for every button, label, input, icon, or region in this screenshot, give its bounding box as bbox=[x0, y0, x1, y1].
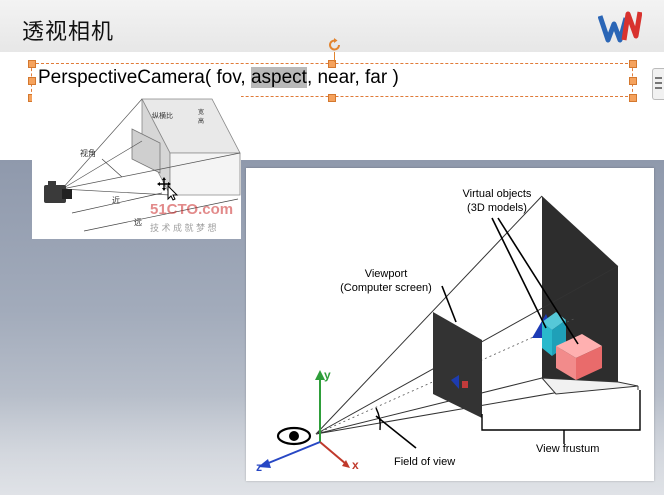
code-text[interactable]: PerspectiveCamera( fov, aspect, near, fa… bbox=[38, 67, 399, 89]
label-ratio-top: 宽 bbox=[198, 110, 205, 116]
label-virtual-objects-line2: (3D models) bbox=[467, 202, 527, 214]
large-frustum-diagram[interactable]: Virtual objects (3D models) Viewport (Co… bbox=[246, 168, 654, 481]
code-prefix: PerspectiveCamera( fov, bbox=[38, 67, 251, 88]
label-aspect-ratio: 纵横比 bbox=[152, 113, 173, 120]
code-suffix: , near, far ) bbox=[306, 67, 399, 88]
label-near: 近 bbox=[112, 196, 120, 205]
resize-handle-top-right[interactable] bbox=[629, 60, 637, 68]
small-diagram-figure bbox=[44, 98, 241, 232]
rotate-handle-icon[interactable] bbox=[328, 38, 342, 52]
label-virtual-objects: Virtual objects (3D models) bbox=[442, 187, 552, 215]
label-ratio-bottom: 高 bbox=[198, 119, 205, 125]
label-virtual-objects-line1: Virtual objects bbox=[462, 188, 532, 200]
resize-handle-top-left[interactable] bbox=[28, 60, 36, 68]
label-view-frustum: View frustum bbox=[536, 443, 600, 455]
axis-y-label: y bbox=[324, 368, 331, 382]
label-view-angle: 视角 bbox=[80, 149, 96, 158]
label-far: 远 bbox=[134, 218, 142, 227]
rotate-handle-stem bbox=[334, 52, 335, 62]
slide-header bbox=[0, 0, 664, 52]
resize-handle-bottom[interactable] bbox=[328, 94, 336, 102]
panel-lines-icon bbox=[655, 77, 662, 89]
label-viewport-line1: Viewport bbox=[364, 268, 408, 280]
label-viewport: Viewport (Computer screen) bbox=[328, 267, 444, 295]
code-highlighted-word: aspect bbox=[250, 67, 307, 88]
resize-handle-bottom-right[interactable] bbox=[629, 94, 637, 102]
side-panel-tab[interactable] bbox=[652, 68, 664, 100]
large-diagram-figure bbox=[258, 195, 641, 468]
brand-logo-icon bbox=[598, 11, 642, 43]
mouse-cursor-icon bbox=[157, 177, 179, 201]
label-viewport-line2: (Computer screen) bbox=[340, 282, 432, 294]
resize-handle-right[interactable] bbox=[629, 77, 637, 85]
resize-handle-top[interactable] bbox=[328, 60, 336, 68]
watermark-subtext: 技 术 成 就 梦 想 bbox=[150, 223, 217, 233]
axis-z-label: z bbox=[256, 460, 262, 474]
slide-title: 透视相机 bbox=[22, 20, 115, 45]
axis-x-label: x bbox=[352, 458, 359, 472]
watermark-text: 51CTO.com bbox=[150, 201, 234, 218]
label-field-of-view: Field of view bbox=[394, 456, 456, 468]
resize-handle-left[interactable] bbox=[28, 77, 36, 85]
small-camera-diagram[interactable]: 视角 纵横比 宽 高 近 远 51CTO.com 技 术 成 就 梦 想 bbox=[32, 93, 241, 239]
